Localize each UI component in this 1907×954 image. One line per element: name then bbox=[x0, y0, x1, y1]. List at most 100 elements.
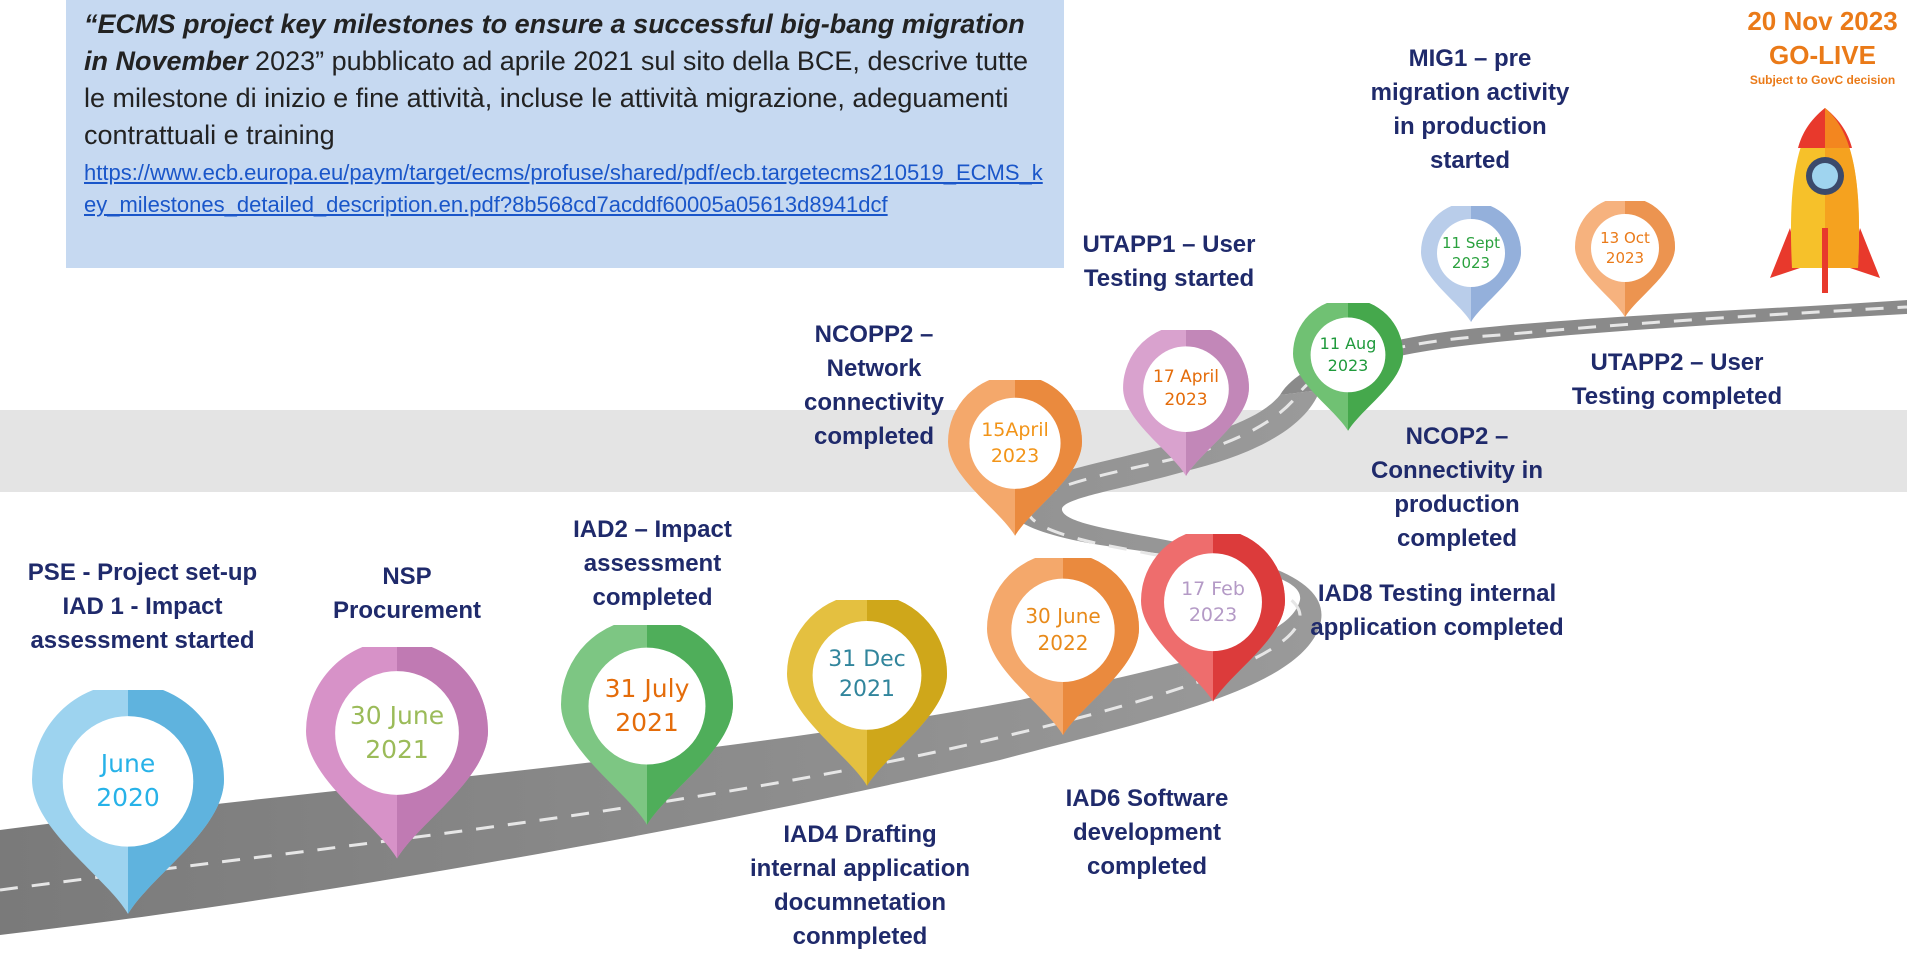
milestone-label-line: IAD4 Drafting bbox=[783, 821, 937, 848]
milestone-pin-icon bbox=[1123, 330, 1249, 476]
milestone-date-line2: 2022 bbox=[1037, 631, 1089, 656]
road-lower bbox=[0, 390, 1322, 935]
milestone-label-line: migration activity bbox=[1370, 79, 1570, 106]
milestone-date-line1: 11 Aug bbox=[1319, 333, 1377, 353]
milestone-label-line: Testing started bbox=[1083, 265, 1255, 292]
milestone-date-line1: 31 July bbox=[604, 674, 690, 703]
milestone-label-line: NSP bbox=[382, 563, 432, 590]
milestone-label-line: completed bbox=[813, 423, 935, 450]
milestone-pin-icon bbox=[306, 647, 488, 859]
milestone-date-line2: 2021 bbox=[365, 734, 429, 764]
milestone-pin-icon bbox=[1293, 303, 1403, 431]
milestone-date-line2: 2021 bbox=[615, 708, 679, 737]
milestone-date-line1: 15April bbox=[981, 419, 1049, 442]
road-center-line bbox=[0, 305, 1907, 892]
milestone-label-line: started bbox=[1429, 147, 1511, 174]
milestone-date-line1: 13 Oct bbox=[1600, 228, 1650, 247]
milestone-label-line: IAD8 Testing internal bbox=[1317, 580, 1557, 607]
milestone-label: IAD6 Software development completed bbox=[1012, 782, 1282, 884]
milestone-label: NSP Procurement bbox=[312, 560, 502, 628]
milestone-date-line2: 2023 bbox=[1327, 355, 1369, 375]
milestone-pin-icon bbox=[561, 625, 733, 825]
milestone-label-line: in production bbox=[1393, 113, 1547, 140]
milestone-label-line: NCOPP2 – bbox=[814, 321, 934, 348]
milestone-date: 17 Feb 2023 bbox=[1141, 576, 1285, 628]
milestone-date-line1: 30 June bbox=[1025, 604, 1101, 629]
milestone-label-line: application completed bbox=[1310, 614, 1564, 641]
milestone-label: NCOP2 – Connectivity in production complete… bbox=[1336, 420, 1578, 556]
milestone-date-line1: June bbox=[100, 749, 156, 779]
milestone-label: IAD8 Testing internal application complet… bbox=[1292, 577, 1582, 645]
info-text: 2023” pubblicato ad aprile 2021 sul sito… bbox=[84, 46, 1029, 150]
milestone-pin-icon bbox=[987, 558, 1139, 736]
milestone-label-line: IAD 1 - Impact bbox=[62, 593, 223, 620]
milestone-label: MIG1 – pre migration activity in productio… bbox=[1320, 42, 1620, 178]
milestone-pin-icon bbox=[1141, 534, 1285, 702]
milestone-date-line2: 2023 bbox=[1188, 604, 1238, 627]
go-live-note: Subject to GovC decision bbox=[1749, 73, 1896, 87]
milestone-label-line: Network bbox=[826, 355, 922, 382]
milestone-label-line: documnetation bbox=[774, 889, 946, 916]
milestone-date-line2: 2021 bbox=[839, 677, 895, 703]
milestone-pin-icon bbox=[32, 690, 224, 914]
milestone-date-line1: 31 Dec bbox=[828, 647, 906, 673]
milestone-pin-icon bbox=[1575, 201, 1675, 317]
milestone-label: NCOPP2 – Network connectivity completed bbox=[760, 318, 988, 454]
milestone-label: IAD4 Drafting internal application documne… bbox=[710, 818, 1010, 954]
milestone-label-line: internal application bbox=[749, 855, 971, 882]
milestone-date-line1: 30 June bbox=[349, 700, 445, 730]
info-link[interactable]: https://www.ecb.europa.eu/paym/target/ec… bbox=[84, 160, 1043, 217]
milestone-label-line: IAD2 – Impact bbox=[573, 516, 732, 543]
milestone-date: 31 Dec 2021 bbox=[787, 645, 947, 705]
milestone-label: IAD2 – Impact assessment completed bbox=[540, 513, 765, 615]
milestone-pin-icon bbox=[787, 600, 947, 786]
milestone-label-line: development bbox=[1072, 819, 1222, 846]
milestone-date-line2: 2023 bbox=[1164, 390, 1208, 411]
milestone-date-line2: 2020 bbox=[96, 783, 160, 813]
milestone-pin-icon bbox=[1421, 206, 1521, 322]
milestone-date-line2: 2023 bbox=[1451, 253, 1491, 272]
milestone-label-line: MIG1 – pre bbox=[1408, 45, 1532, 72]
milestone-pin-icon bbox=[948, 380, 1082, 536]
milestone-label-line: connectivity bbox=[803, 389, 945, 416]
info-box: “ECMS project key milestones to ensure a… bbox=[66, 0, 1064, 268]
milestone-date: 15April 2023 bbox=[948, 417, 1082, 469]
milestone-date-line1: 11 Sept bbox=[1441, 233, 1500, 252]
milestone-label-line: UTAPP1 – User bbox=[1082, 231, 1256, 258]
milestone-date-line1: 17 April bbox=[1153, 367, 1219, 388]
milestone-date: 31 July 2021 bbox=[561, 672, 733, 740]
milestone-label-line: NCOP2 – bbox=[1405, 423, 1509, 450]
milestone-label-line: completed bbox=[1396, 525, 1518, 552]
milestone-label-line: PSE - Project set-up bbox=[27, 559, 258, 586]
milestone-date-line2: 2023 bbox=[1605, 248, 1645, 267]
milestone-label-line: Testing completed bbox=[1571, 383, 1783, 410]
milestone-label-line: assessment bbox=[583, 550, 722, 577]
go-live-block: 20 Nov 2023 GO-LIVE Subject to GovC deci… bbox=[1738, 4, 1907, 88]
milestone-label-line: production bbox=[1394, 491, 1520, 518]
milestone-date-line2: 2023 bbox=[990, 445, 1040, 468]
go-live-date: 20 Nov 2023 bbox=[1747, 6, 1898, 36]
info-title: “ECMS project key milestones to ensure a… bbox=[84, 9, 1025, 76]
milestone-label-line: UTAPP2 – User bbox=[1590, 349, 1764, 376]
milestone-date: 30 June 2021 bbox=[306, 699, 488, 767]
milestone-label-line: completed bbox=[1086, 853, 1208, 880]
milestone-label-line: Procurement bbox=[332, 597, 482, 624]
go-live-label: GO-LIVE bbox=[1769, 40, 1876, 70]
rocket-icon bbox=[1770, 108, 1880, 293]
milestone-label-line: Connectivity in bbox=[1370, 457, 1544, 484]
milestone-label-line: IAD6 Software bbox=[1065, 785, 1229, 812]
milestone-date-line1: 17 Feb bbox=[1181, 578, 1245, 601]
milestone-date: June 2020 bbox=[32, 747, 224, 815]
milestone-label-line: conmpleted bbox=[792, 923, 928, 950]
milestone-label-line: completed bbox=[592, 584, 713, 611]
milestone-label-line: assessment started bbox=[30, 627, 255, 654]
